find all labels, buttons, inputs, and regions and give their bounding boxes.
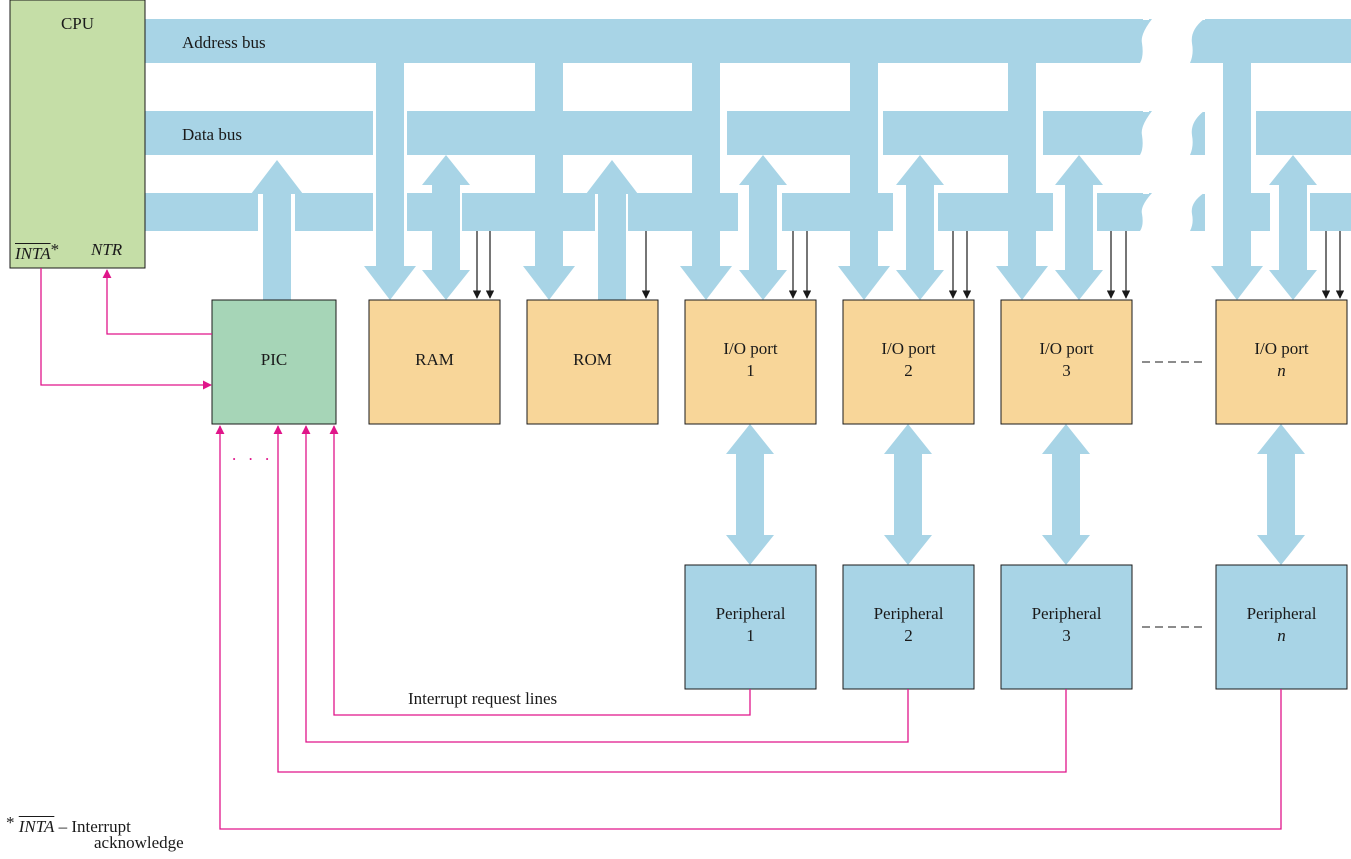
address-bus-label: Address bus bbox=[182, 33, 266, 52]
interrupt-request-lines-label: Interrupt request lines bbox=[408, 689, 558, 708]
io-port-2-line1: I/O port bbox=[881, 339, 936, 358]
ram-data-arrow bbox=[422, 155, 470, 300]
io-peripheral-arrow bbox=[884, 424, 932, 565]
data-bus-label: Data bus bbox=[182, 125, 242, 144]
peripheral-2-line1: Peripheral bbox=[873, 604, 944, 623]
peripheral-box bbox=[842, 564, 975, 690]
peripheral-2-label: Peripheral 2 bbox=[843, 603, 974, 647]
io-port-box bbox=[1000, 299, 1133, 425]
peripheral-n-line2: n bbox=[1277, 626, 1286, 645]
peripheral-3-line1: Peripheral bbox=[1031, 604, 1102, 623]
bus-arrows-layer bbox=[251, 63, 1317, 565]
pic-label: PIC bbox=[260, 350, 288, 369]
control-bus-segment bbox=[462, 193, 595, 231]
cpu-box bbox=[9, 0, 146, 269]
peripheral-box bbox=[1000, 564, 1133, 690]
peripheral-n-line1: Peripheral bbox=[1246, 604, 1317, 623]
footnote-star: * bbox=[6, 813, 15, 832]
io-port-address-arrow bbox=[1211, 63, 1263, 300]
peripheral-box bbox=[684, 564, 817, 690]
io-port-1-line2: 1 bbox=[746, 361, 755, 380]
buses-layer bbox=[145, 18, 1351, 231]
io-port-box bbox=[684, 299, 817, 425]
io-peripheral-arrow bbox=[726, 424, 774, 565]
data-bus-segment bbox=[1256, 111, 1351, 155]
pic-to-data-bus-arrow bbox=[251, 160, 303, 300]
io-peripheral-arrow bbox=[1042, 424, 1090, 565]
io-port-data-arrow bbox=[739, 155, 787, 300]
signal-lines-layer bbox=[40, 231, 1345, 830]
rom-data-arrow bbox=[586, 160, 638, 300]
rom-box bbox=[526, 299, 659, 425]
control-bus-segment bbox=[1310, 193, 1351, 231]
irq-line-2 bbox=[301, 425, 909, 743]
peripheral-2-line2: 2 bbox=[904, 626, 913, 645]
intr-line bbox=[102, 269, 212, 335]
io-port-box bbox=[842, 299, 975, 425]
io-port-3-line1: I/O port bbox=[1039, 339, 1094, 358]
io-port-data-arrow bbox=[1269, 155, 1317, 300]
io-port-address-arrow bbox=[838, 63, 890, 300]
data-bus-segment bbox=[883, 111, 1008, 155]
io-port-2-label: I/O port 2 bbox=[843, 338, 974, 382]
irq-line-3 bbox=[273, 425, 1067, 773]
irq-line-1 bbox=[329, 425, 751, 716]
io-port-3-line2: 3 bbox=[1062, 361, 1071, 380]
cpu-inta-text: INTA bbox=[15, 244, 51, 263]
footnote-dash: – Interrupt bbox=[58, 817, 131, 836]
peripheral-1-line1: Peripheral bbox=[715, 604, 786, 623]
rom-label: ROM bbox=[573, 350, 612, 369]
pic-box bbox=[211, 299, 337, 425]
io-port-3-label: I/O port 3 bbox=[1001, 338, 1132, 382]
io-port-1-label: I/O port 1 bbox=[685, 338, 816, 382]
io-port-n-label: I/O port n bbox=[1216, 338, 1347, 382]
footnote-line1: * INTA – Interrupt bbox=[6, 812, 131, 838]
bus-break-gap bbox=[1140, 111, 1204, 155]
bus-break-gap bbox=[1140, 19, 1204, 63]
cpu-intr-label: NTR bbox=[91, 240, 123, 259]
peripheral-3-label: Peripheral 3 bbox=[1001, 603, 1132, 647]
io-port-address-arrow bbox=[996, 63, 1048, 300]
pic-more-dots: . . . bbox=[232, 445, 274, 464]
io-port-data-arrow bbox=[896, 155, 944, 300]
peripheral-n-label: Peripheral n bbox=[1216, 603, 1347, 647]
control-bus-segment bbox=[628, 193, 738, 231]
data-bus-segment bbox=[407, 111, 535, 155]
io-port-box bbox=[1215, 299, 1348, 425]
boxes-layer bbox=[9, 0, 1348, 690]
peripheral-1-line2: 1 bbox=[746, 626, 755, 645]
irq-line-n bbox=[215, 425, 1282, 830]
io-peripheral-arrow bbox=[1257, 424, 1305, 565]
control-bus-segment bbox=[1097, 193, 1143, 231]
control-bus-segment bbox=[145, 193, 258, 231]
io-port-n-line1: I/O port bbox=[1254, 339, 1309, 358]
data-bus-segment bbox=[145, 111, 373, 155]
io-port-data-arrow bbox=[1055, 155, 1103, 300]
control-bus-segment bbox=[295, 193, 373, 231]
data-bus-segment bbox=[727, 111, 850, 155]
io-port-1-line1: I/O port bbox=[723, 339, 778, 358]
io-port-2-line2: 2 bbox=[904, 361, 913, 380]
data-bus-segment bbox=[563, 111, 693, 155]
ram-address-arrow bbox=[364, 63, 416, 300]
io-port-n-line2: n bbox=[1277, 361, 1286, 380]
bus-break-gap bbox=[1140, 193, 1204, 231]
ram-label: RAM bbox=[415, 350, 454, 369]
footnote-line2: acknowledge bbox=[94, 833, 184, 852]
peripheral-1-label: Peripheral 1 bbox=[685, 603, 816, 647]
ram-box bbox=[368, 299, 501, 425]
peripheral-3-line2: 3 bbox=[1062, 626, 1071, 645]
inta-line bbox=[40, 268, 212, 390]
footnote-inta: INTA bbox=[18, 817, 55, 836]
data-bus-segment bbox=[1043, 111, 1143, 155]
cpu-title: CPU bbox=[60, 14, 95, 33]
io-port-address-arrow bbox=[680, 63, 732, 300]
cpu-inta-label: INTA* bbox=[15, 239, 59, 265]
rom-address-arrow bbox=[523, 63, 575, 300]
cpu-inta-star: * bbox=[50, 240, 60, 259]
